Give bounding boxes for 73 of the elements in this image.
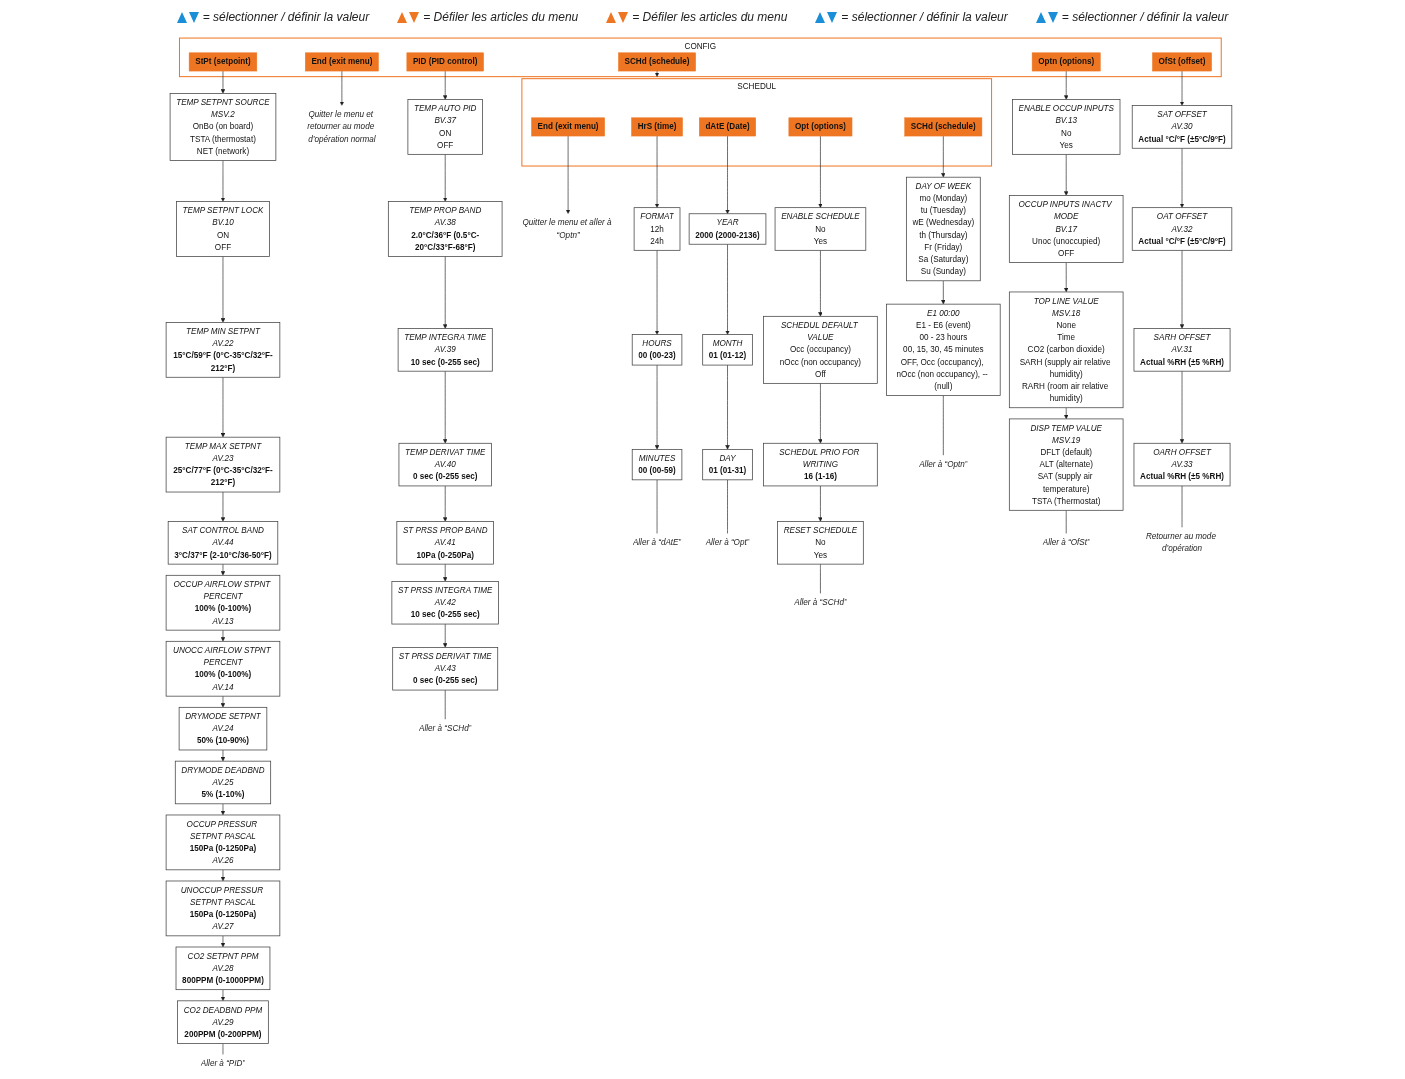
node-box: TEMP MIN SETPNT AV.22 15°C/59°F (0°C-35°C/32°F-212°F) xyxy=(165,322,281,378)
node-box: TEMP PROP BAND AV.38 2.0°C/36°F (0.5°C-20°C/33°F-68°F) xyxy=(387,201,503,257)
node-box: SCHd (schedule) xyxy=(618,52,696,72)
connector xyxy=(820,563,821,594)
node-box: E1 00:00 E1 - E6 (event) 00 - 23 hours 00, 15, 30, 45 minutes OFF, Occ (occupancy), nOcc (non occupancy), -- (null) xyxy=(886,303,1001,396)
node-box: SAT OFFSET AV.30 Actual °C/°F (±5°C/9°F) xyxy=(1131,105,1233,149)
node-box: FORMAT 12h 24h xyxy=(633,207,681,251)
node-box: UNOCCUP PRESSUR SETPNT PASCAL 150Pa (0-1250Pa) AV.27 xyxy=(165,880,281,937)
key-note: = Défiler les articles du menu xyxy=(423,10,579,24)
key-note: = Défiler les articles du menu xyxy=(632,10,788,24)
node-box: OCCUP AIRFLOW STPNT PERCENT 100% (0-100%) AV.13 xyxy=(165,574,281,631)
node-text: Aller à “Optn” xyxy=(919,460,968,469)
node-box: MINUTES 00 (00-59) xyxy=(631,449,683,481)
node-text: Aller à “SCHd” xyxy=(419,724,472,733)
node-box: ENABLE OCCUP INPUTS BV.13 No Yes xyxy=(1012,99,1121,155)
node-box: TOP LINE VALUE MSV.18 None Time CO2 (carbon dioxide) SARH (supply air relative humidity) RARH (room air relative humidity) xyxy=(1008,291,1124,409)
node-text: Aller à “dAtE” xyxy=(632,538,682,547)
node-box: End (exit menu) xyxy=(531,117,605,137)
node-box: MONTH 01 (01-12) xyxy=(702,334,753,366)
node-box: Opt (options) xyxy=(788,117,853,137)
node-box: CO2 DEADBND PPM AV.29 200PPM (0-200PPM) xyxy=(177,1000,269,1044)
node-text: Retourner au mode d’opération xyxy=(1145,532,1216,553)
node-box: SAT CONTROL BAND AV.44 3°C/37°F (2-10°C/36-50°F) xyxy=(167,521,279,565)
key-note: = sélectionner / définir la valeur xyxy=(841,10,1008,24)
node-box: ST PRSS INTEGRA TIME AV.42 10 sec (0-255 sec) xyxy=(391,581,499,625)
node-box: SCHEDUL DEFAULT VALUE Occ (occupancy) nOcc (non occupancy) Off xyxy=(763,315,878,384)
node-text: Aller à “SCHd” xyxy=(794,598,847,607)
node-box: OCCUP INPUTS INACTV MODE BV.17 Unoc (unoccupied) OFF xyxy=(1008,195,1124,263)
node-box: OARH OFFSET AV.33 Actual %RH (±5 %RH) xyxy=(1133,442,1231,487)
node-box: OfSt (offset) xyxy=(1152,52,1212,72)
node-box: TEMP MAX SETPNT AV.23 25°C/77°F (0°C-35°C/32°F-212°F) xyxy=(165,436,281,493)
key-note: = sélectionner / définir la valeur xyxy=(1061,10,1229,24)
node-box: SCHEDUL PRIO FOR WRITING 16 (1-16) xyxy=(763,442,878,487)
node-box: DAY 01 (01-31) xyxy=(702,449,753,481)
node-box: HOURS 00 (00-23) xyxy=(631,334,683,366)
node-box: SARH OFFSET AV.31 Actual %RH (±5 %RH) xyxy=(1133,328,1231,372)
node-box: ST PRSS DERIVAT TIME AV.43 0 sec (0-255 sec) xyxy=(392,647,499,691)
node-box: TEMP SETPNT SOURCE MSV.2 OnBo (on board) TSTA (thermostat) NET (network) xyxy=(169,93,277,161)
node-box: OCCUP PRESSUR SETPNT PASCAL 150Pa (0-1250Pa) AV.26 xyxy=(165,814,281,871)
node-box: Optn (options) xyxy=(1031,52,1101,72)
node-box: UNOCC AIRFLOW STPNT PERCENT 100% (0-100%) AV.14 xyxy=(165,640,281,697)
node-text: Aller à “PID” xyxy=(200,1059,246,1068)
node-text: Quitter le menu et retourner au mode d’opération normal xyxy=(307,110,376,144)
connector xyxy=(444,689,446,720)
node-box: TEMP DERIVAT TIME AV.40 0 sec (0-255 sec) xyxy=(398,442,492,487)
connector xyxy=(222,1043,224,1055)
node-box: DISP TEMP VALUE MSV.19 DFLT (default) ALT (alternate) SAT (supply air temperature) TSTA (Thermostat) xyxy=(1008,418,1124,511)
node-box: ENABLE SCHEDULE No Yes xyxy=(774,207,867,251)
node-box: CO2 SETPNT PPM AV.28 800PPM (0-1000PPM) xyxy=(175,946,271,991)
node-box: DRYMODE DEADBND AV.25 5% (1-10%) xyxy=(174,760,272,805)
node-box: TEMP INTEGRA TIME AV.39 10 sec (0-255 sec) xyxy=(397,328,493,372)
node-text: Aller à “Opt” xyxy=(705,538,750,547)
node-box: SCHd (schedule) xyxy=(904,117,983,137)
node-box: dAtE (Date) xyxy=(699,117,756,137)
node-box: DAY OF WEEK mo (Monday) tu (Tuesday) wE (Wednesday) th (Thursday) Fr (Friday) Sa (Saturday) Su (Sunday) xyxy=(906,176,981,282)
node-text: Quitter le menu et aller à “Optn” xyxy=(522,218,612,240)
node-box: RESET SCHEDULE No Yes xyxy=(777,521,864,565)
node-box: DRYMODE SETPNT AV.24 50% (10-90%) xyxy=(178,706,268,751)
key-note: = sélectionner / définir la valeur xyxy=(202,10,370,24)
node-box: TEMP SETPNT LOCK BV.10 ON OFF xyxy=(176,201,270,257)
connector xyxy=(943,395,944,456)
arrow xyxy=(654,70,660,77)
node-box: PID (PID control) xyxy=(406,52,484,72)
node-box: StPt (setpoint) xyxy=(188,52,258,72)
connector xyxy=(1065,510,1067,534)
node-box: ST PRSS PROP BAND AV.41 10Pa (0-250Pa) xyxy=(396,521,494,565)
connector xyxy=(727,479,728,534)
node-box: HrS (time) xyxy=(631,117,683,137)
node-box: End (exit menu) xyxy=(305,52,379,72)
node-box: YEAR 2000 (2000-2136) xyxy=(688,213,767,245)
node-box: TEMP AUTO PID BV.37 ON OFF xyxy=(407,99,483,155)
node-text: Aller à “OfSt” xyxy=(1042,538,1090,547)
node-box: OAT OFFSET AV.32 Actual °C/°F (±5°C/9°F) xyxy=(1131,207,1233,251)
